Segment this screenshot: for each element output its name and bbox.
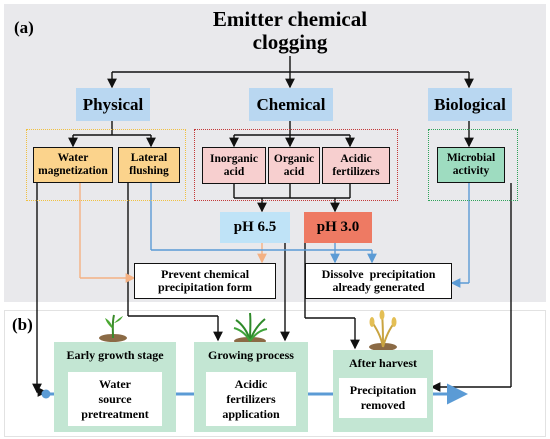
diagram-title: Emitter chemical clogging [170,8,410,54]
node-line: Organic [273,152,315,165]
node-line: acid [223,165,245,178]
stage-line: removed [360,398,406,412]
chemical-group [194,129,398,201]
stage-line: fertilizers [226,391,276,406]
stage-title: Growing process [208,348,294,362]
stage-line: application [222,406,280,421]
stage-line: pretreatment [81,406,149,421]
title-line-1: Emitter chemical [212,7,368,31]
category-biological: Biological [428,88,512,121]
node-line: flushing [129,165,169,177]
panel-b-label: (b) [12,315,33,334]
node-line: Prevent chemical [160,267,250,281]
wheat-icon [369,310,397,351]
node-line: Dissolve precipitation [321,267,436,281]
node-line: activity [452,165,490,177]
node-line: fertilizers [332,165,380,178]
category-physical: Physical [76,88,150,121]
biological-group [428,129,518,201]
node-line: Inorganic [210,152,258,165]
physical-group [26,129,186,201]
node-line: Acidic [340,152,372,165]
node-line: Microbial [446,152,496,164]
ph-3-0-box: pH 3.0 [304,212,372,243]
node-line: Water [57,152,89,164]
panel-a-label: (a) [14,18,34,37]
node-line: acid [283,165,305,178]
stage-title: Early growth stage [66,348,164,362]
category-chemical: Chemical [249,88,333,121]
node-line: Lateral [130,152,168,164]
stage-line: Acidic [234,376,268,391]
node-line: magnetization [38,165,108,177]
young-plant-icon [233,312,268,345]
node-line: precipitation form [157,280,253,294]
stage-line: Water [99,376,131,391]
title-line-2: clogging [252,30,328,54]
stage-title: After harvest [348,356,418,370]
seedling-icon [99,314,127,342]
stage-line: Precipitation [349,383,417,397]
stage-line: source [98,391,132,406]
ph-6-5-box: pH 6.5 [220,212,290,243]
node-line: already generated [332,280,425,294]
